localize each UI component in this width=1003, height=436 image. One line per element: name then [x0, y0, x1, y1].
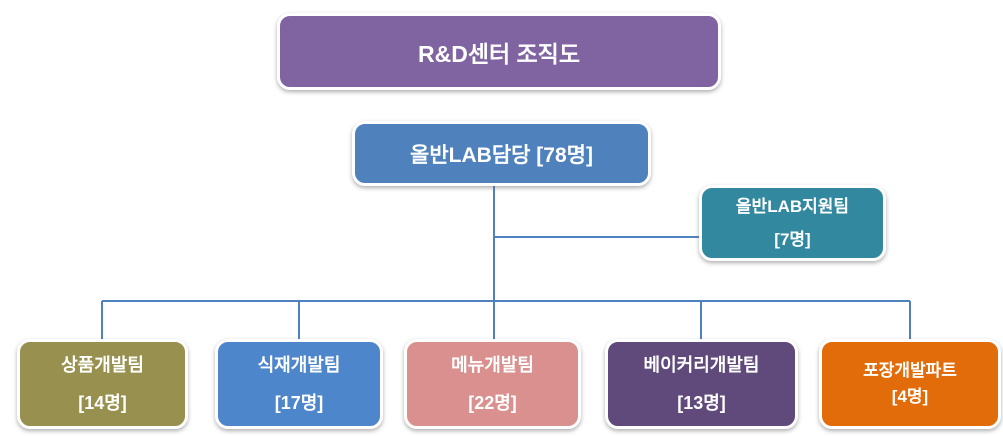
team-count: [4명] [891, 387, 929, 406]
chart-title-box: R&D센터 조직도 [277, 13, 721, 90]
support-team-count: [7명] [774, 230, 811, 249]
team-box-ingredient-dev: 식재개발팀 [17명] [215, 339, 383, 429]
team-name: 포장개발파트 [863, 361, 957, 380]
team-box-packaging-dev: 포장개발파트 [4명] [819, 339, 1001, 429]
team-box-menu-dev: 메뉴개발팀 [22명] [404, 339, 581, 429]
team-name: 식재개발팀 [257, 355, 341, 375]
team-count: [22명] [468, 393, 517, 413]
team-name: 베이커리개발팀 [643, 355, 760, 375]
team-box-product-dev: 상품개발팀 [14명] [17, 339, 188, 429]
root-node-box: 올반LAB담당 [78명] [352, 121, 651, 186]
chart-title: R&D센터 조직도 [417, 40, 581, 67]
team-count: [14명] [78, 393, 127, 413]
support-team-name: 올반LAB지원팀 [735, 197, 850, 216]
team-count: [17명] [274, 393, 324, 413]
team-box-bakery-dev: 베이커리개발팀 [13명] [605, 339, 798, 429]
root-node-label: 올반LAB담당 [78명] [410, 143, 593, 167]
team-name: 메뉴개발팀 [451, 355, 534, 375]
support-team-box: 올반LAB지원팀 [7명] [699, 185, 886, 261]
team-name: 상품개발팀 [61, 355, 144, 375]
team-count: [13명] [677, 393, 726, 413]
